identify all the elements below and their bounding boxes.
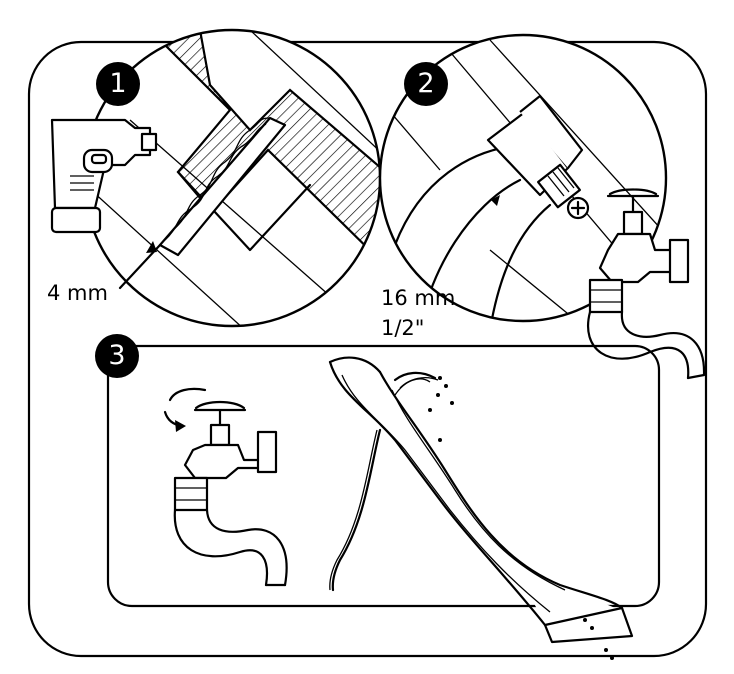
step-2-hose-size-label-mm: 16 mm — [381, 286, 456, 310]
outer-frame — [27, 40, 708, 658]
step-1-badge: 1 — [96, 62, 140, 106]
water-tap-step3 — [173, 400, 288, 587]
step-3-badge: 3 — [95, 334, 139, 378]
step-2-badge: 2 — [404, 62, 448, 106]
step-3-panel — [106, 344, 661, 660]
step-2-hose-size-label-inch: 1/2" — [381, 316, 425, 340]
drill-body — [50, 118, 158, 234]
step-1-drill-size-label: 4 mm — [47, 281, 108, 305]
water-slide — [328, 356, 634, 660]
drill-bit — [118, 116, 287, 290]
step-1-detail — [50, 28, 382, 328]
hose-connector — [486, 94, 590, 220]
hose-line — [331, 428, 382, 592]
